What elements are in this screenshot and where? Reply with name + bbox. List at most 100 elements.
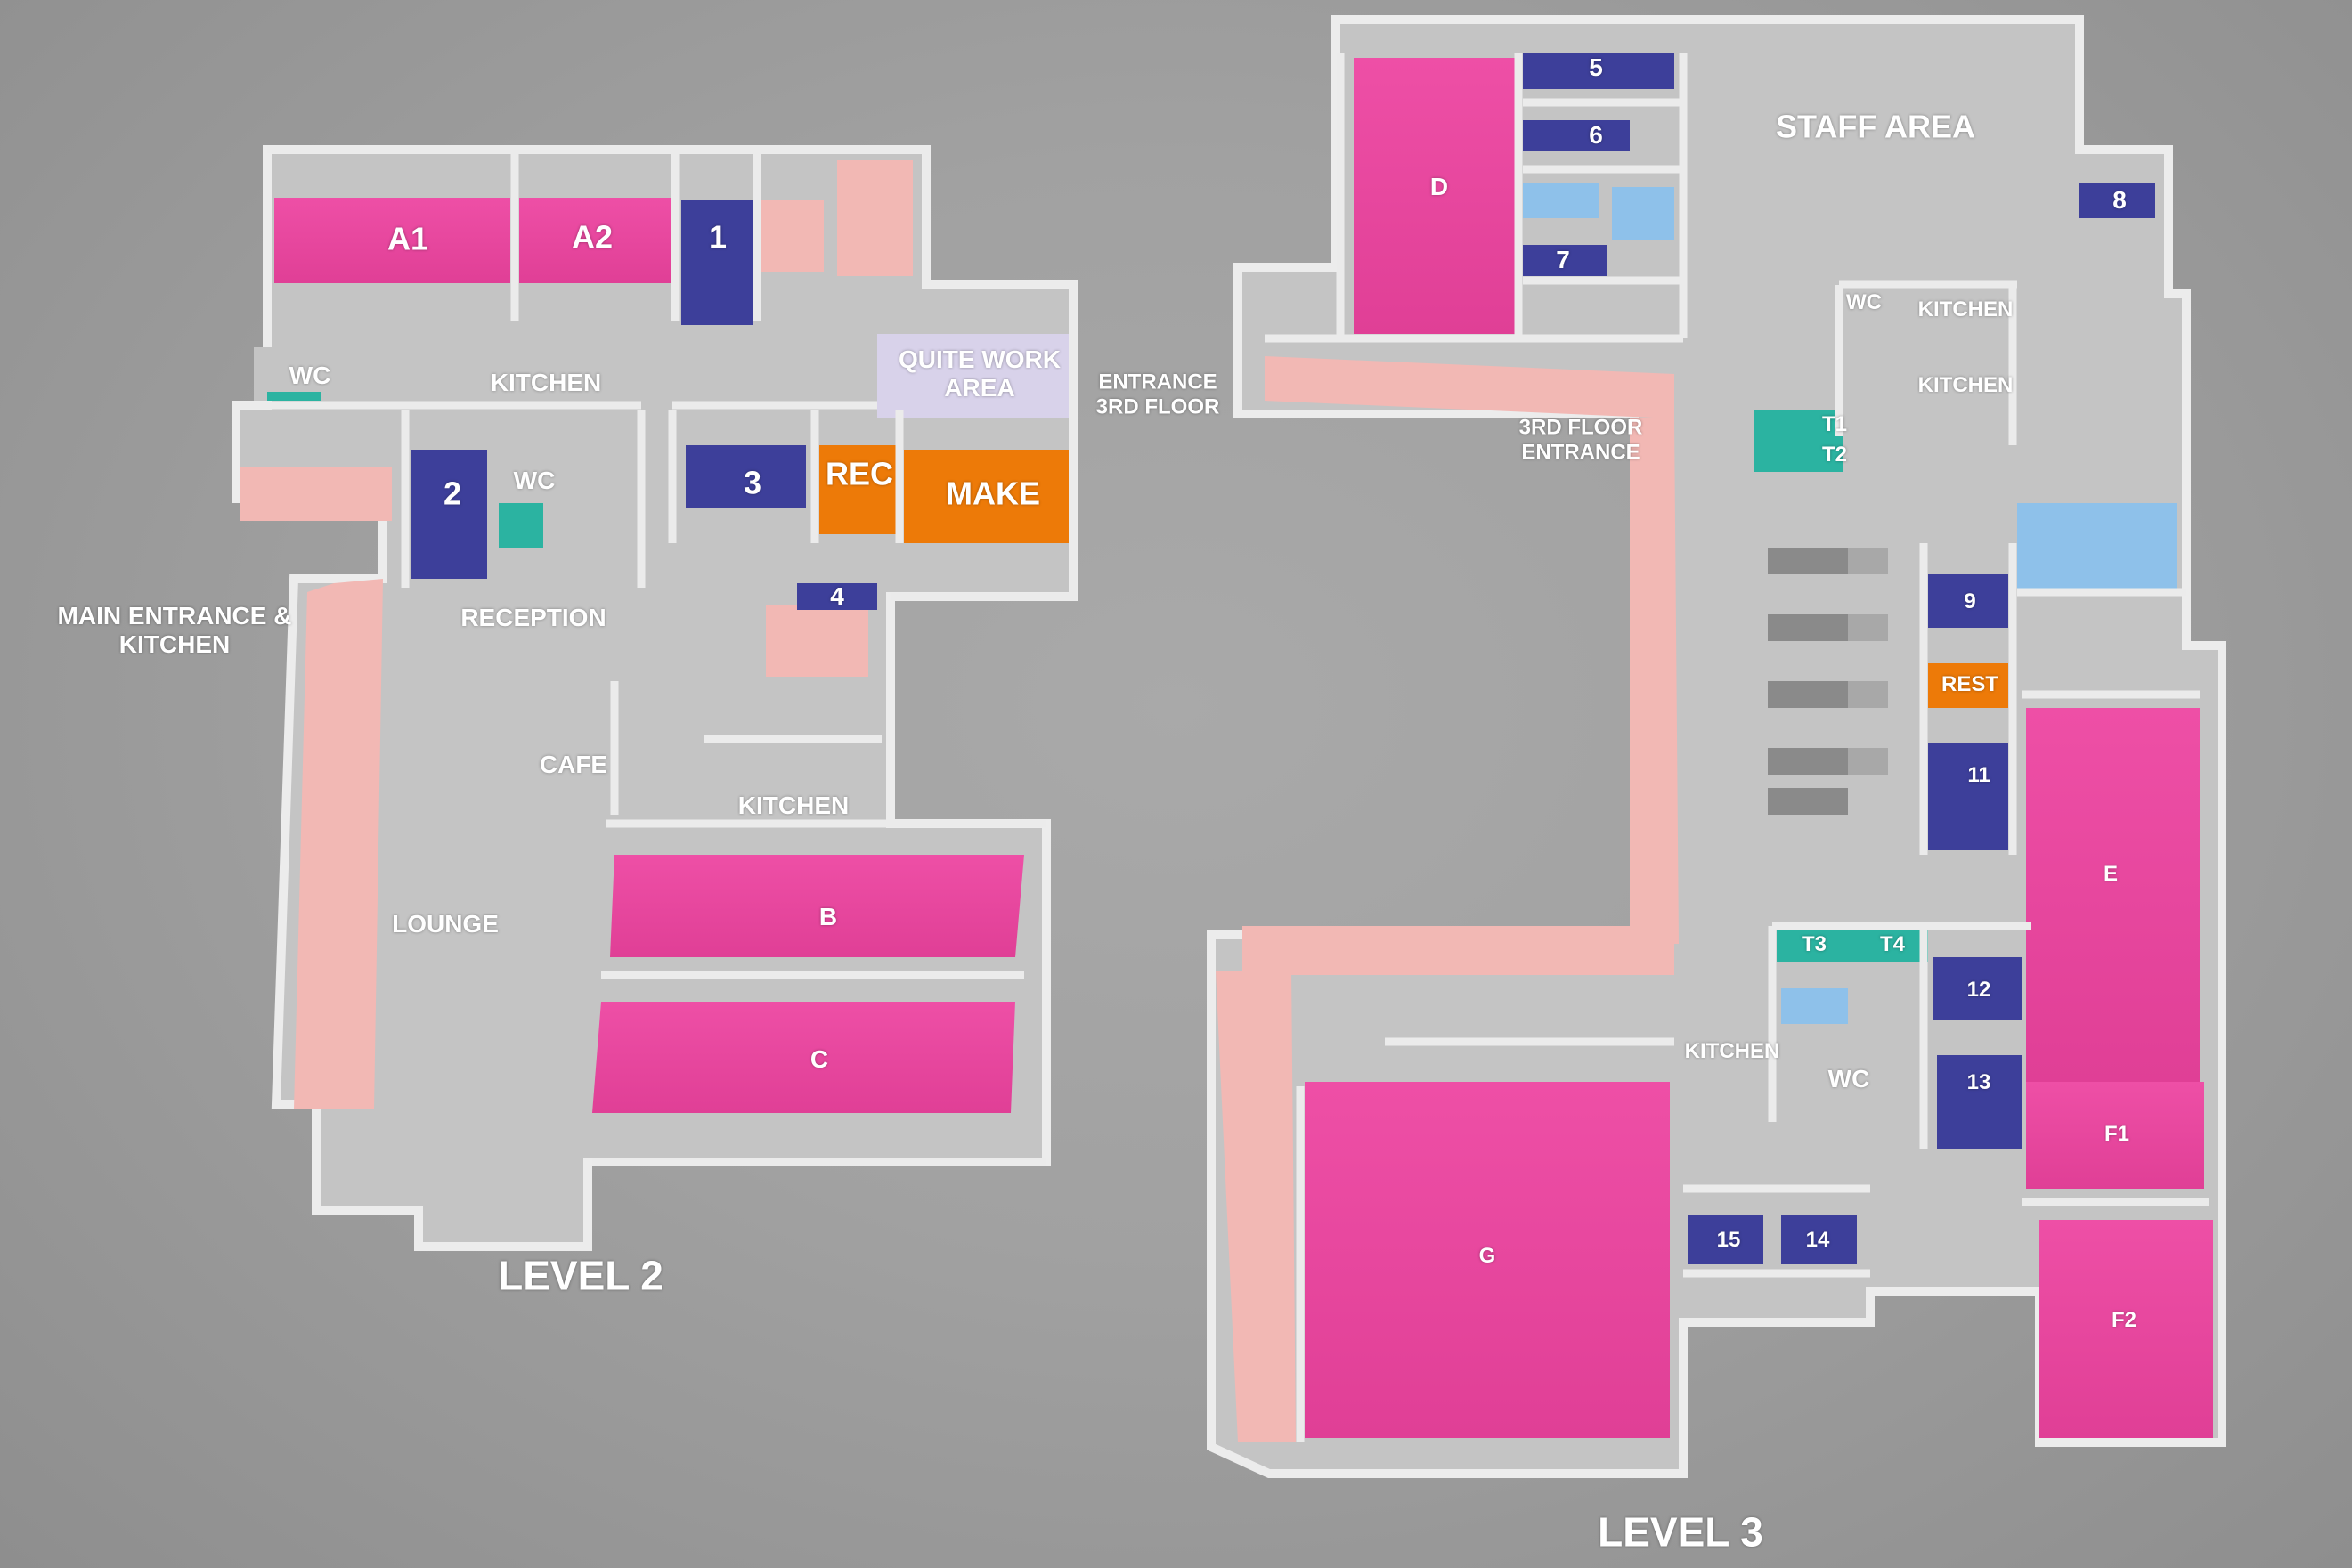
label-cafe: CAFE [539,750,608,778]
level-3-corridor-west [1216,971,1296,1442]
label-room-d: D [1429,172,1449,200]
level-2-corridor-top [761,200,824,272]
level-3-plan [1207,15,2226,1478]
label-room-e: E [2103,862,2119,887]
label-a1: A1 [387,220,429,257]
label-room-c: C [810,1044,829,1073]
level-2-stair-lower [766,605,868,677]
room-8 [2079,183,2155,218]
room-light-blue-b [1612,187,1674,240]
level-2-stair-corridor [837,160,913,276]
label-room-11: 11 [1967,763,1990,788]
label-wc-l3b: WC [1827,1064,1870,1093]
room-2 [411,450,487,579]
room-t4 [1852,930,1928,962]
room-wc-l2b-accent [499,503,543,548]
room-a2 [519,198,671,283]
label-rec: REC [825,455,894,492]
label-a2: A2 [571,218,614,256]
label-main-entrance-kitchen: MAIN ENTRANCE & KITCHEN [57,601,292,658]
label-room-8: 8 [2112,185,2127,214]
label-room-9: 9 [1964,589,1976,614]
level-2-north-corridor [240,467,392,521]
room-d [1354,58,1518,334]
room-5 [1523,53,1674,89]
room-14 [1781,1215,1857,1264]
label-room-14: 14 [1805,1228,1830,1253]
label-rest: REST [1941,672,1999,697]
label-3rd-floor-entrance: 3RD FLOOR ENTRANCE [1518,415,1643,464]
label-kitchen-l3b: KITCHEN [1917,373,2014,398]
room-b [610,855,1024,957]
room-t2 [1754,441,1843,472]
label-make: MAKE [946,475,1040,512]
level-3-walls [1265,53,2209,1442]
label-staff-area: STAFF AREA [1776,108,1975,145]
room-11 [1928,743,2008,850]
label-level-2: LEVEL 2 [498,1252,663,1299]
label-level-3: LEVEL 3 [1598,1508,1763,1556]
room-a1 [274,198,510,283]
label-wc-l3a: WC [1846,290,1882,315]
room-wc-light-blue [1781,988,1848,1024]
level-3-corridor-entrance [1265,356,1674,418]
label-kitchen-l2b: KITCHEN [737,791,850,819]
label-reception: RECEPTION [460,603,606,631]
label-lounge: LOUNGE [392,909,499,938]
room-light-blue-a [1523,183,1599,218]
label-room-7: 7 [1556,245,1570,273]
label-t4: T4 [1879,932,1906,957]
room-light-blue-stair [2017,503,2177,592]
label-wc-l2a: WC [289,361,331,389]
room-9 [1928,574,2008,628]
room-13 [1937,1055,2022,1149]
label-room-2: 2 [443,475,462,512]
label-room-1: 1 [708,218,728,256]
label-t1: T1 [1821,412,1848,437]
room-e [2026,708,2200,1082]
room-c [592,1002,1015,1113]
label-room-f2: F2 [2111,1308,2137,1333]
room-wc-l2a-accent [267,392,321,401]
label-room-f1: F1 [2104,1122,2130,1147]
label-kitchen-l2a: KITCHEN [490,368,602,396]
room-make [904,450,1069,543]
label-room-5: 5 [1589,53,1603,81]
level-2-west-corridor [294,579,383,1109]
room-1 [681,200,753,325]
room-g [1305,1082,1670,1438]
room-12 [1933,957,2022,1020]
room-f1 [2026,1082,2204,1189]
room-7 [1523,245,1607,276]
level-2-plan [232,145,1078,1251]
label-room-15: 15 [1716,1228,1741,1253]
room-t1 [1754,410,1843,441]
label-wc-l2b: WC [513,466,556,494]
room-quite-work-area [877,334,1069,418]
label-room-g: G [1478,1244,1496,1269]
room-f2 [2039,1220,2213,1438]
room-4 [797,583,877,610]
label-kitchen-l3c: KITCHEN [1684,1039,1780,1064]
label-t2: T2 [1821,443,1848,467]
label-room-3: 3 [743,464,762,501]
label-quite-work-area: QUITE WORK AREA [899,345,1061,402]
label-room-6: 6 [1589,120,1603,149]
room-t3 [1777,930,1852,962]
label-room-4: 4 [830,581,844,610]
level-3-corridor-vertical [1630,418,1679,944]
room-6 [1523,120,1630,151]
level-3-corridor-horizontal [1242,926,1674,975]
label-kitchen-l3a: KITCHEN [1917,297,2014,322]
label-room-12: 12 [1966,978,1991,1003]
room-rest [1928,663,2008,708]
label-room-13: 13 [1966,1070,1991,1095]
label-entrance-3rd-floor: ENTRANCE 3RD FLOOR [1095,370,1220,418]
room-15 [1688,1215,1763,1264]
label-t3: T3 [1801,932,1827,957]
level-2-walls [240,145,1078,1166]
room-3 [686,445,806,508]
room-rec [819,445,899,534]
